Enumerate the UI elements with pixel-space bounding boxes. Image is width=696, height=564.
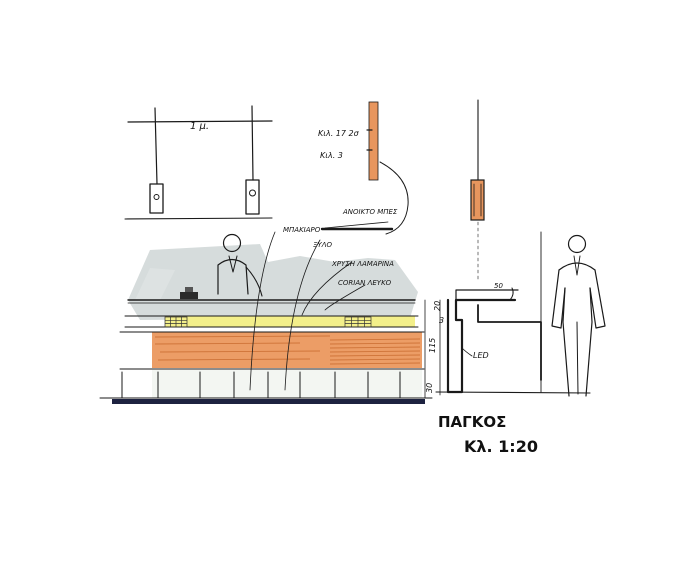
grid-tile-left bbox=[164, 316, 188, 328]
note-wood: ΞΥΛΟ bbox=[313, 241, 332, 249]
shadow-wash bbox=[128, 244, 418, 320]
detail-label-top: Κιλ. 17 2σ bbox=[318, 129, 360, 138]
note-corian: CORIAN ΛΕΥΚΟ bbox=[338, 279, 392, 287]
register-icon bbox=[180, 287, 198, 299]
led-label: LED bbox=[473, 351, 489, 360]
bartender-figure bbox=[217, 233, 263, 297]
dim-step: 3 bbox=[439, 316, 444, 325]
pendant-plan-sketch: 1 μ. bbox=[124, 105, 273, 220]
wood-grain bbox=[154, 335, 421, 365]
sheet-title: ΠΑΓΚΟΣ bbox=[438, 413, 506, 431]
material-detail: Κιλ. 17 2σ Κιλ. 3 bbox=[318, 101, 409, 235]
counter-section: 50 20 3 115 30 LED bbox=[425, 99, 606, 397]
dim-height: 115 bbox=[428, 338, 437, 353]
plinth bbox=[112, 399, 425, 404]
dim-overhang: 50 bbox=[494, 282, 503, 290]
leader-lines bbox=[249, 221, 394, 391]
note-gold-sheet: ΧΡΥΣΗ ΛΑΜΑΡΙΝΑ bbox=[331, 260, 394, 268]
sheet-scale: Κλ. 1:20 bbox=[464, 437, 538, 456]
dim-base: 30 bbox=[425, 383, 434, 393]
counter-elevation: ΑΝΟΙΚΤΟ ΜΠΕΣ ΜΠΑΚΙΑΡΟ ΞΥΛΟ ΧΡΥΣΗ ΛΑΜΑΡΙΝ… bbox=[99, 208, 433, 404]
note-open-glass: ΑΝΟΙΚΤΟ ΜΠΕΣ bbox=[342, 208, 398, 216]
detail-label-bottom: Κιλ. 3 bbox=[320, 151, 343, 160]
dim-top: 20 bbox=[433, 301, 442, 311]
spacing-label: 1 μ. bbox=[190, 121, 209, 132]
gold-strip bbox=[165, 316, 415, 327]
standing-figure bbox=[540, 231, 606, 397]
note-metal: ΜΠΑΚΙΑΡΟ bbox=[283, 226, 321, 234]
grid-tile-right bbox=[344, 316, 372, 328]
